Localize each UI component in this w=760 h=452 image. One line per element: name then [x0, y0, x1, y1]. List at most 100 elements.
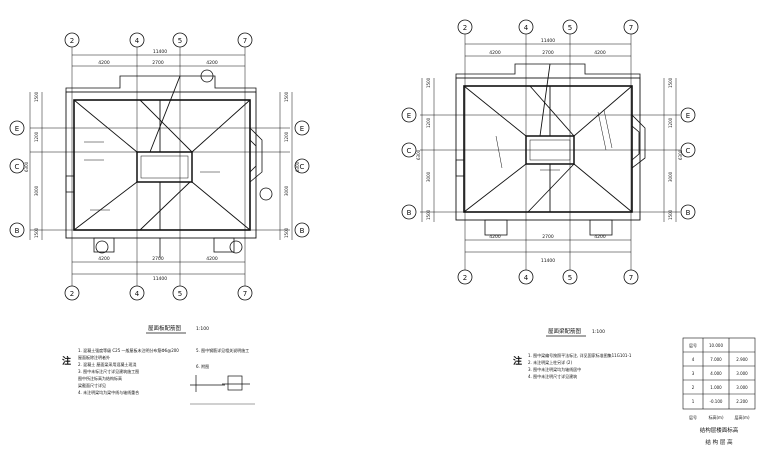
- axis-label: 4: [524, 24, 529, 32]
- table-cell: 7.000: [710, 357, 722, 362]
- dim: 3000: [668, 171, 673, 182]
- axis-label: E: [407, 112, 411, 120]
- axis-label: 2: [463, 24, 467, 32]
- dim: 1500: [34, 91, 39, 102]
- dim: 1500: [668, 209, 673, 220]
- dim: 1200: [284, 131, 289, 142]
- dim: 4200: [98, 256, 110, 262]
- plan-title: 屋面板配筋图: [148, 324, 182, 332]
- note-line: 3. 图中未标注尺寸详见建筑施工图: [78, 368, 139, 374]
- dim: 4200: [98, 60, 110, 66]
- dim: 1500: [426, 209, 431, 220]
- axis-label: B: [407, 209, 412, 217]
- left-plan-labels: 2 4 5 7 11400 4200 2700 4200 4200 2700 4…: [15, 37, 305, 332]
- roof-slab-plan: [9, 32, 310, 301]
- note-line: 2. 混凝土 屋面梁采用混凝土现浇: [78, 361, 136, 367]
- dim: 2700: [542, 234, 554, 240]
- dim: 3000: [426, 171, 431, 182]
- table-footer-cell: 标高(m): [708, 414, 723, 420]
- dim: 1200: [668, 117, 673, 128]
- overall-dim: 11400: [153, 276, 167, 282]
- dim: 1500: [284, 227, 289, 238]
- dim: 4200: [489, 234, 501, 240]
- side-axis-bubbles: [9, 120, 310, 238]
- dim: 4200: [594, 234, 606, 240]
- overall-dim: 6300: [416, 149, 421, 160]
- overall-dim: 6300: [24, 161, 29, 172]
- roof-beam-plan: [401, 19, 696, 285]
- axis-label: 2: [70, 37, 74, 45]
- axis-label: C: [407, 147, 412, 155]
- plan-scale: 1:100: [592, 329, 605, 335]
- axis-label: B: [686, 209, 691, 217]
- dim: 4200: [489, 50, 501, 56]
- floor-table-footer: 层号 标高(m) 层高(m): [689, 414, 750, 420]
- note-line: 4. 图中未注明尺寸详见建筑: [528, 373, 577, 379]
- note-line: 6. 附图: [196, 363, 209, 369]
- axis-label: 5: [178, 290, 182, 298]
- axis-label: E: [300, 125, 304, 133]
- axis-label: 7: [629, 24, 633, 32]
- note-line: 2. 未注明梁上柱另详 (2): [528, 359, 572, 365]
- dim: 1500: [284, 91, 289, 102]
- note-line: 1. 图中梁编号按照平法标注, 详见国家标准图集11G101-1: [528, 352, 632, 358]
- axis-label: 4: [524, 274, 529, 282]
- axis-label: E: [15, 125, 19, 133]
- axis-label: B: [15, 227, 20, 235]
- axis-label: C: [686, 147, 691, 155]
- axis-label: E: [686, 112, 690, 120]
- note-line: 4. 未注明梁均为梁中线与轴线重合: [78, 389, 139, 395]
- notes-right: 注 1. 图中梁编号按照平法标注, 详见国家标准图集11G101-1 2. 未注…: [513, 352, 632, 379]
- axis-label: 2: [463, 274, 467, 282]
- notes-label: 注: [62, 355, 71, 367]
- overall-dim: 6300: [295, 161, 300, 172]
- table-cell: 3: [692, 371, 695, 376]
- top-axis-bubbles: [457, 19, 639, 35]
- axis-label: 2: [70, 290, 74, 298]
- dim: 2700: [542, 50, 554, 56]
- overall-dim: 11400: [541, 38, 555, 44]
- table-footer-cell: 层高(m): [734, 414, 749, 420]
- dim: 1200: [426, 117, 431, 128]
- table-cell: 2.200: [736, 399, 748, 404]
- axis-label: 5: [568, 274, 572, 282]
- dim: 1500: [426, 77, 431, 88]
- table-cell: 1: [692, 399, 695, 404]
- hip-lines: [73, 75, 251, 231]
- notes-label: 注: [513, 355, 522, 367]
- dim: 4200: [206, 256, 218, 262]
- table-cell: 3.000: [736, 371, 748, 376]
- hip-lines: [463, 63, 633, 213]
- detail-sketch: [190, 375, 255, 405]
- note-line: 屋面板除注明者外: [78, 354, 110, 360]
- dim: 4200: [206, 60, 218, 66]
- dim: 2700: [152, 256, 164, 262]
- dim: 2700: [152, 60, 164, 66]
- notes-left: 注 1. 混凝土强度等级 C25 一般屋板未注明分布筋Φ6@200 屋面板除注明…: [62, 347, 249, 395]
- table-cell: 1.000: [710, 385, 722, 390]
- table-cell: 4: [692, 357, 695, 362]
- plan-scale: 1:100: [196, 326, 209, 332]
- dim: 1200: [34, 131, 39, 142]
- dim: 4200: [594, 50, 606, 56]
- note-line: 5. 图中钢筋详见相关说明施工: [196, 347, 249, 353]
- right-plan-labels: 2 4 5 7 11400 4200 2700 4200 4200 2700 4…: [407, 24, 691, 335]
- note-line: 1. 混凝土强度等级 C25 一般屋板未注明分布筋Φ6@200: [78, 347, 179, 353]
- bottom-axis-bubbles: [64, 285, 253, 301]
- bottom-axis-bubbles: [457, 269, 639, 285]
- overall-dim: 11400: [541, 258, 555, 264]
- dim: 1500: [34, 227, 39, 238]
- floor-table: [682, 337, 756, 410]
- axis-label: C: [15, 163, 20, 171]
- plan-title: 屋面梁配筋图: [548, 327, 582, 335]
- top-axis-bubbles: [64, 32, 253, 48]
- table-cell: 2.900: [736, 357, 748, 362]
- axis-label: 7: [243, 37, 247, 45]
- dim: 3000: [284, 185, 289, 196]
- table-footer-cell: 层号: [689, 414, 697, 420]
- overall-dim: 6300: [678, 149, 683, 160]
- table-cell: -0.100: [710, 399, 723, 404]
- table-caption-2: 结 构 层 高: [705, 438, 733, 446]
- axis-label: B: [300, 227, 305, 235]
